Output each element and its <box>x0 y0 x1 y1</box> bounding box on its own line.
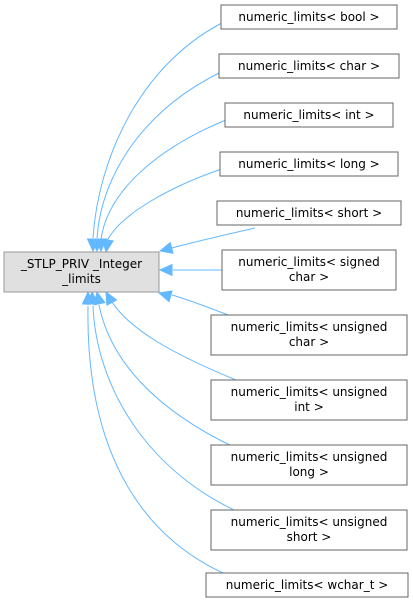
derived-node-int[interactable]: numeric_limits< int > <box>224 102 394 128</box>
inheritance-edge-long <box>106 164 235 242</box>
derived-node-label-line-1: numeric_limits< unsigned <box>231 515 388 529</box>
arrowhead-unsigned-char <box>157 290 173 303</box>
arrowhead-wchar_t <box>81 290 95 305</box>
derived-node-char[interactable]: numeric_limits< char > <box>218 53 400 79</box>
derived-node-unsigned-int[interactable]: numeric_limits< unsigned int > <box>210 379 408 421</box>
inheritance-edge-bool <box>92 17 233 239</box>
inheritance-edge-unsigned-int <box>111 301 237 381</box>
derived-node-label: numeric_limits< short > <box>236 206 382 220</box>
inheritance-edge-unsigned-long <box>98 304 237 449</box>
derived-node-label-line-1: numeric_limits< unsigned <box>231 385 388 399</box>
derived-node-label: numeric_limits< char > <box>238 59 380 73</box>
derived-node-label: numeric_limits< bool > <box>238 10 379 24</box>
derived-node-label-line-1: numeric_limits< unsigned <box>231 320 388 334</box>
inheritance-edge-char <box>96 66 233 239</box>
derived-node-label: numeric_limits< int > <box>243 108 374 122</box>
arrowhead-short <box>158 241 174 254</box>
derived-node-label-line-1: numeric_limits< unsigned <box>231 450 388 464</box>
arrowhead-long <box>101 238 114 254</box>
derived-node-label-line-2: int > <box>294 400 324 414</box>
derived-node-label-line-1: numeric_limits< signed <box>238 255 379 269</box>
derived-node-wchar_t[interactable]: numeric_limits< wchar_t > <box>205 572 409 598</box>
derived-node-label-line-2: short > <box>287 530 332 544</box>
derived-node-bool[interactable]: numeric_limits< bool > <box>220 4 398 30</box>
derived-node-label-line-2: char > <box>289 270 329 284</box>
inheritance-edge-short <box>171 227 256 249</box>
inheritance-edge-int <box>100 115 237 240</box>
derived-node-label-line-2: char > <box>289 335 329 349</box>
derived-node-signed-char[interactable]: numeric_limits< signed char > <box>221 249 397 291</box>
inheritance-edge-unsigned-short <box>92 305 237 512</box>
arrowhead-signed-char <box>158 263 173 277</box>
base-class-node[interactable]: _STLP_PRIV _Integer _limits <box>3 251 160 293</box>
derived-node-unsigned-short[interactable]: numeric_limits< unsigned short > <box>210 509 408 551</box>
base-class-label-line-2: _limits <box>61 272 101 286</box>
derived-node-short[interactable]: numeric_limits< short > <box>216 200 402 226</box>
inheritance-edge-wchar_t <box>87 305 233 578</box>
derived-node-unsigned-long[interactable]: numeric_limits< unsigned long > <box>210 444 408 486</box>
derived-node-unsigned-char[interactable]: numeric_limits< unsigned char > <box>210 314 408 356</box>
arrowhead-unsigned-int <box>105 290 118 306</box>
derived-node-label: numeric_limits< long > <box>238 157 379 171</box>
base-class-label-line-1: _STLP_PRIV _Integer <box>20 257 142 271</box>
derived-node-long[interactable]: numeric_limits< long > <box>219 151 399 177</box>
inheritance-edges <box>81 17 256 578</box>
derived-node-label: numeric_limits< wchar_t > <box>226 578 389 592</box>
derived-node-label-line-2: long > <box>289 465 329 479</box>
